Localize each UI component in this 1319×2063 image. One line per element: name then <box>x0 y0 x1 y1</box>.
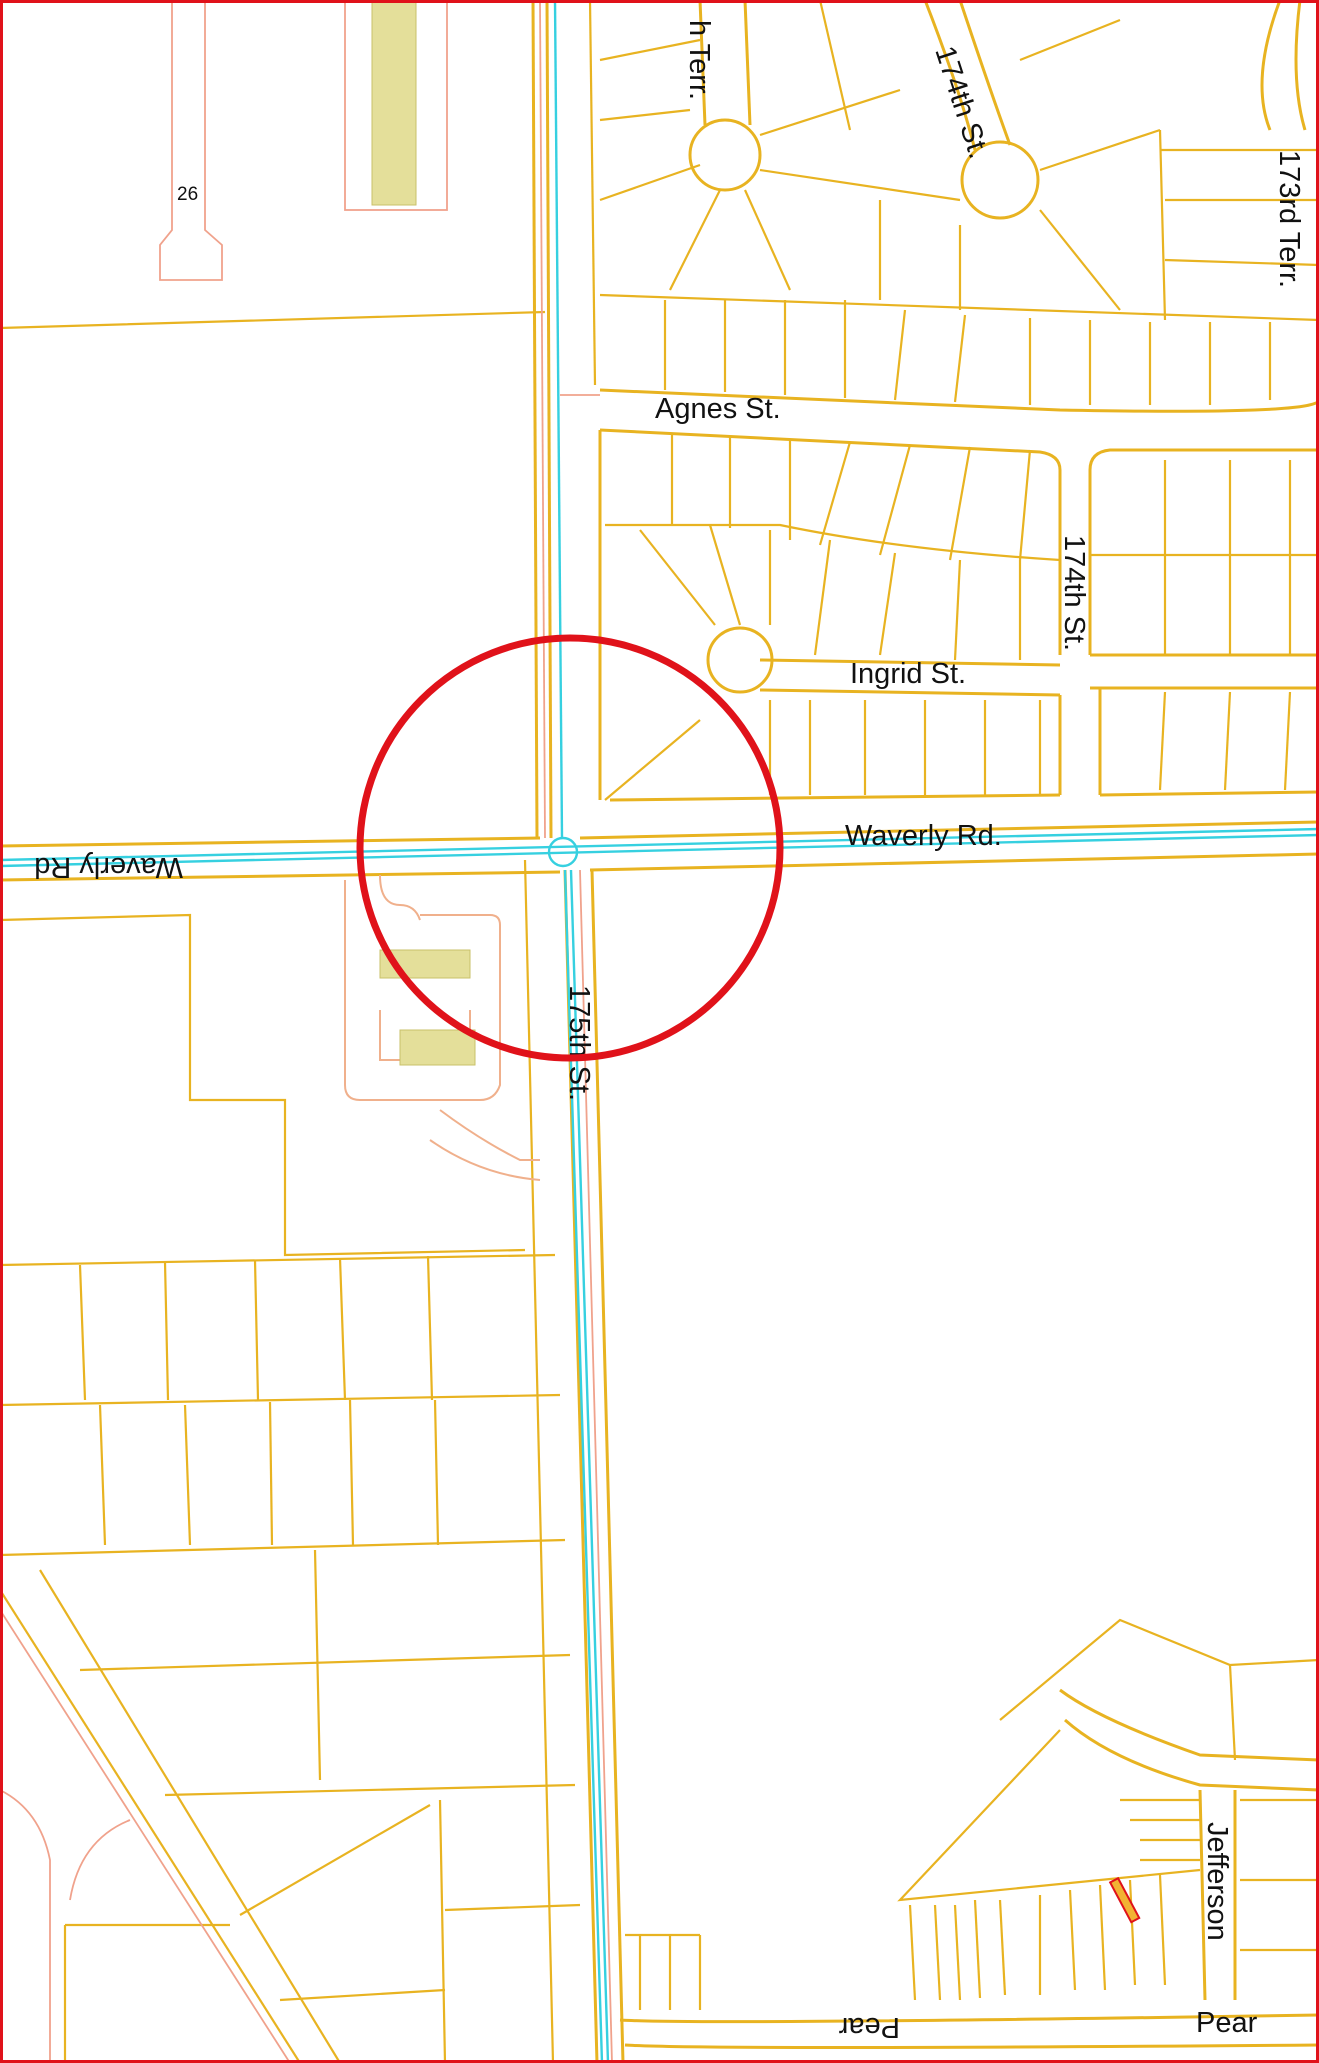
label-ingrid-st: Ingrid St. <box>850 658 966 690</box>
label-agnes-st: Agnes St. <box>655 393 781 425</box>
building-store <box>399 1029 476 1066</box>
label-175th-st: 175th St. <box>563 985 595 1101</box>
subdivision-northeast <box>560 0 1319 802</box>
label-terr-partial: h Terr. <box>683 20 715 100</box>
road-waverly <box>0 820 1319 882</box>
label-waverly-rd-west: Waverly Rd <box>34 851 183 883</box>
route-marker: 26 <box>177 184 198 205</box>
building-northwest <box>371 0 417 206</box>
subdivision-southeast <box>619 1618 1319 2049</box>
road-175th-street <box>523 0 625 2063</box>
parcels-northwest: 26 <box>0 0 546 330</box>
label-waverly-rd-east: Waverly Rd. <box>845 820 1002 852</box>
label-173rd-terr: 173rd Terr. <box>1273 150 1305 288</box>
parcels-southwest <box>0 874 581 2063</box>
label-174th-st-middle: 174th St. <box>1058 535 1090 651</box>
highlight-circle <box>356 634 784 1062</box>
label-jefferson: Jefferson <box>1201 1822 1233 1941</box>
marker-hatched <box>1108 1876 1141 1924</box>
label-pear-west: Pear <box>838 2011 900 2043</box>
label-pear-east: Pear <box>1196 2007 1258 2039</box>
